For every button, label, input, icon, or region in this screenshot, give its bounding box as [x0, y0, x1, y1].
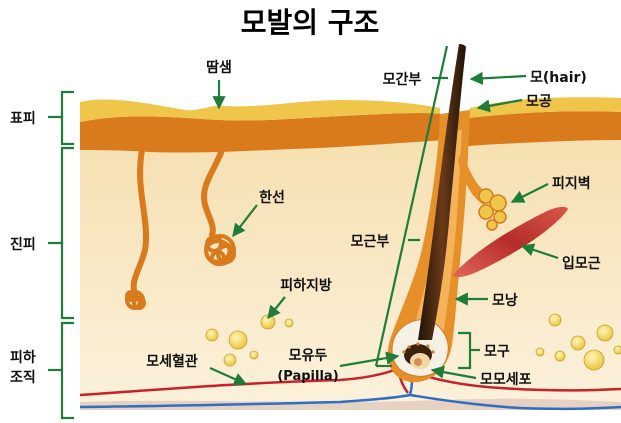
label-matrix-cells: 모모세포	[480, 372, 532, 388]
label-hair-pore: 모공	[526, 94, 552, 110]
label-hair-follicle: 모낭	[492, 293, 518, 309]
label-sebaceous-gland: 피지벽	[552, 175, 591, 192]
label-sweat-gland: 한선	[259, 190, 285, 206]
label-papilla: 모유두	[289, 348, 328, 364]
label-papilla-en: (Papilla)	[277, 369, 338, 384]
layer-brackets	[48, 92, 74, 418]
label-blood-vessel: 모세혈관	[146, 353, 198, 370]
label-subcutis-2: 조직	[10, 369, 36, 386]
label-sweat-pore: 땀샘	[206, 59, 232, 76]
label-hair-root-part: 모근부	[351, 234, 390, 250]
label-subcutis-1: 피하	[10, 349, 36, 366]
label-epidermis: 표피	[10, 111, 36, 127]
label-dermis: 진피	[10, 236, 36, 253]
label-arrector-pili: 입모근	[562, 256, 601, 272]
sweat-gland-coil-right	[206, 236, 234, 264]
page-title: 모발의 구조	[241, 6, 380, 39]
label-subcutaneous-fat: 피하지방	[280, 277, 332, 294]
label-hair: 모(hair)	[530, 70, 587, 86]
label-hair-bulb: 모구	[484, 344, 510, 360]
label-hair-shaft-part: 모간부	[383, 71, 422, 88]
sweat-gland-coil-left	[127, 292, 144, 308]
